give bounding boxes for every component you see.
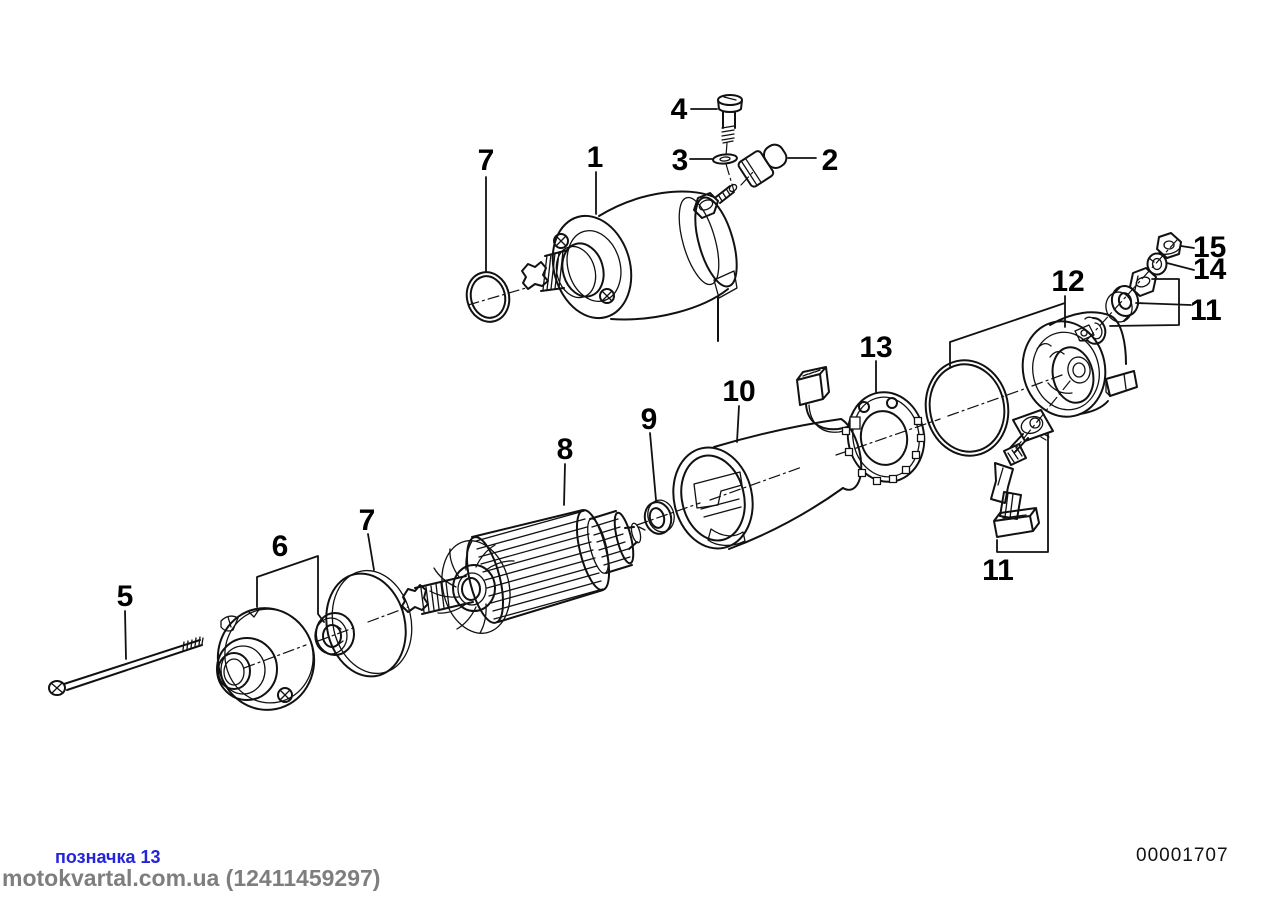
- part-label-5: 5: [117, 580, 134, 613]
- center-axis-lines: [243, 142, 1178, 669]
- part-label-11-bottom: 11: [982, 554, 1014, 587]
- part-label-10: 10: [722, 375, 755, 408]
- watermark-text: motokvartal.com.ua (12411459297): [2, 865, 381, 891]
- terminal-fastener-chain-drawing: [1078, 232, 1182, 345]
- part-label-14: 14: [1193, 253, 1227, 286]
- part-label-8: 8: [557, 433, 574, 466]
- part-7-front-oring-drawing: [465, 271, 511, 323]
- part-label-11-right: 11: [1190, 294, 1222, 327]
- part-9-spacer-ring-drawing: [643, 499, 675, 535]
- document-number: 00001707: [1136, 845, 1229, 866]
- leader-lines: [124, 108, 1195, 660]
- part-3-washer-drawing: [712, 153, 738, 165]
- part-label-7-bottom: 7: [359, 504, 376, 537]
- part-5-through-bolt-drawing: [48, 636, 204, 696]
- part-label-3: 3: [672, 144, 689, 177]
- part-13-brush-plate-drawing: [841, 391, 926, 486]
- part-2-protective-cap-drawing: [737, 143, 788, 188]
- part-labels: 1 2 3 4 5 6 7 7 8 9 10 11 11 12 13 14 15: [117, 93, 1227, 613]
- part-label-12: 12: [1051, 265, 1084, 298]
- part-10-motor-housing-drawing: [672, 418, 863, 550]
- part-label-4: 4: [671, 93, 688, 126]
- part-12-oring-drawing: [924, 359, 1010, 457]
- part-label-6: 6: [272, 530, 289, 563]
- housing-pole-shoes: [693, 471, 746, 547]
- part-11-terminal-parts-drawing: [990, 409, 1054, 538]
- part-1-starter-motor-drawing: [521, 183, 738, 342]
- part-6-front-end-shield-drawing: [216, 607, 355, 711]
- part-7-shim-disc-drawing: [325, 569, 413, 678]
- part-label-7-top: 7: [478, 144, 495, 177]
- part-label-15: 15: [1193, 231, 1226, 264]
- part-label-1: 1: [587, 141, 604, 174]
- armature-winding-fan: [429, 540, 515, 634]
- part-label-2: 2: [822, 144, 839, 177]
- mark-13-link[interactable]: позначка 13: [55, 847, 161, 867]
- part-label-13: 13: [859, 331, 892, 364]
- part-label-9: 9: [641, 403, 658, 436]
- part-8-armature-drawing: [401, 509, 646, 634]
- part-4-screw-drawing: [717, 94, 743, 144]
- rear-end-shield-drawing: [1021, 311, 1138, 418]
